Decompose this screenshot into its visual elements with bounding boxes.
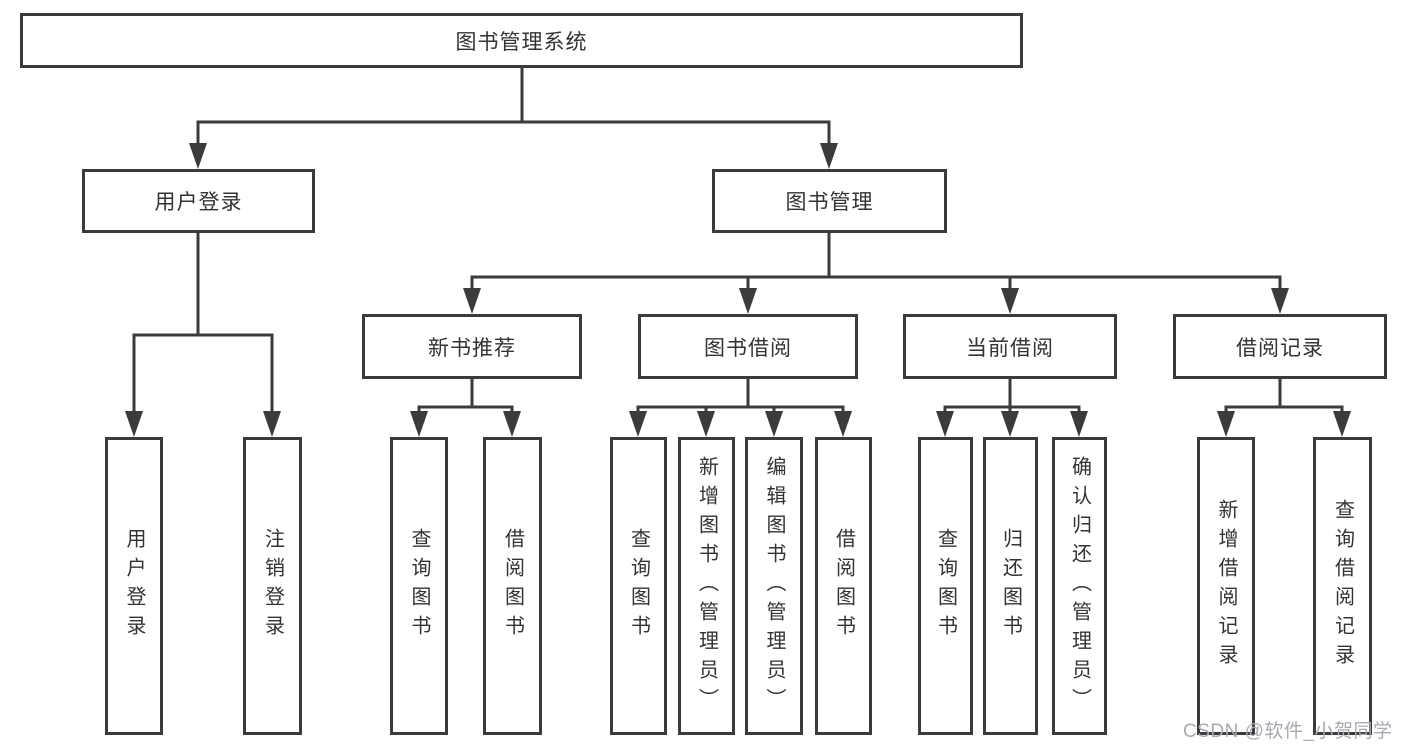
leaf-query-books-recommend-label: 查询图书 [408, 528, 430, 644]
leaf-add-books-admin-label: 新增图书（管理员） [695, 455, 718, 717]
leaf-borrow-books-borrowing-label: 借阅图书 [832, 528, 855, 644]
node-new-book-recommendation: 新书推荐 [362, 314, 582, 379]
node-current-borrowing: 当前借阅 [903, 314, 1117, 379]
leaf-add-borrow-record-label: 新增借阅记录 [1215, 499, 1237, 673]
leaf-query-books-borrowing-label: 查询图书 [627, 528, 650, 644]
leaf-confirm-return-admin: 确认归还（管理员） [1052, 437, 1107, 735]
leaf-confirm-return-admin-label: 确认归还（管理员） [1068, 455, 1091, 717]
leaf-edit-books-admin: 编辑图书（管理员） [745, 437, 803, 735]
node-borrowing-records: 借阅记录 [1173, 314, 1387, 379]
leaf-borrow-books-recommend: 借阅图书 [483, 437, 542, 735]
leaf-logout: 注销登录 [243, 437, 302, 735]
node-book-management: 图书管理 [712, 169, 947, 233]
node-book-borrowing: 图书借阅 [638, 314, 858, 379]
leaf-logout-label: 注销登录 [261, 528, 284, 644]
leaf-edit-books-admin-label: 编辑图书（管理员） [763, 455, 785, 717]
node-current-borrowing-label: 当前借阅 [966, 336, 1054, 360]
leaf-return-books: 归还图书 [983, 437, 1038, 735]
leaf-borrow-books-borrowing: 借阅图书 [815, 437, 872, 735]
node-user-login: 用户登录 [82, 169, 315, 233]
leaf-query-borrow-record-label: 查询借阅记录 [1331, 499, 1354, 673]
leaf-borrow-books-recommend-label: 借阅图书 [501, 528, 524, 644]
leaf-query-books-current-label: 查询图书 [934, 528, 957, 644]
leaf-return-books-label: 归还图书 [999, 528, 1022, 644]
node-user-login-label: 用户登录 [154, 191, 243, 214]
node-book-management-label: 图书管理 [785, 191, 874, 214]
node-borrowing-records-label: 借阅记录 [1236, 336, 1324, 360]
leaf-query-borrow-record: 查询借阅记录 [1313, 437, 1372, 735]
leaf-query-books-current: 查询图书 [918, 437, 973, 735]
leaf-user-login-label: 用户登录 [123, 528, 145, 644]
node-book-borrowing-label: 图书借阅 [704, 336, 792, 360]
leaf-query-books-recommend: 查询图书 [390, 437, 448, 735]
leaf-user-login: 用户登录 [105, 437, 163, 735]
leaf-add-books-admin: 新增图书（管理员） [678, 437, 735, 735]
leaf-query-books-borrowing: 查询图书 [610, 437, 667, 735]
node-root: 图书管理系统 [20, 13, 1023, 68]
node-root-label: 图书管理系统 [455, 30, 588, 54]
watermark: CSDN @软件_小贺同学 [1183, 721, 1393, 742]
leaf-add-borrow-record: 新增借阅记录 [1197, 437, 1255, 735]
node-new-book-recommendation-label: 新书推荐 [428, 336, 516, 360]
